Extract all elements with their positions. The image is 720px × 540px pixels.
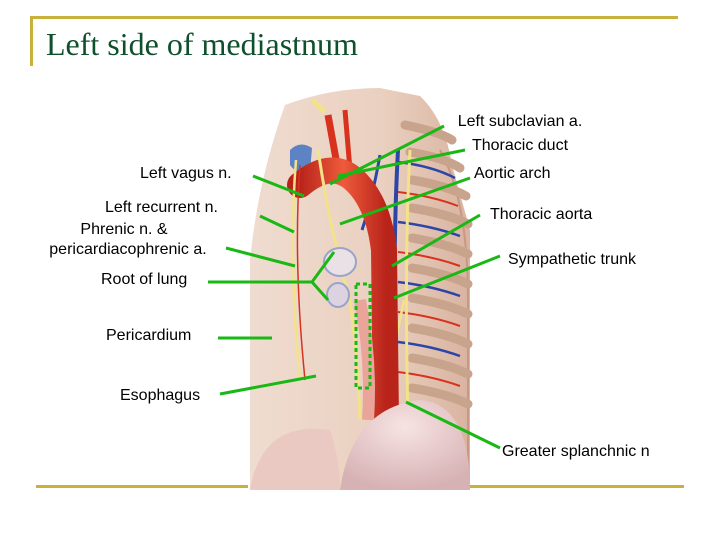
label-thoracic-duct: Thoracic duct [471, 137, 569, 154]
label-pericardium: Pericardium [106, 327, 192, 344]
slide-title: Left side of mediastnum [46, 26, 358, 62]
label-left-subclavian-artery: Left subclavian a. [457, 113, 583, 130]
vagus-nerve [316, 149, 362, 421]
label-phrenic-nerve: Phrenic n. & [80, 221, 168, 238]
esophagus-bracket [354, 282, 372, 390]
diaphragm [250, 400, 470, 490]
label-pericardiacophrenic-artery: pericardiacophrenic a. [49, 241, 207, 258]
pointer-lines [208, 124, 501, 450]
label-root-of-lung: Root of lung [101, 271, 188, 288]
top-rule [30, 16, 678, 19]
bottom-rule-right [470, 485, 684, 488]
label-esophagus: Esophagus [120, 387, 201, 404]
label-left-recurrent-nerve: Left recurrent n. [105, 199, 218, 216]
bottom-rule-left [36, 485, 248, 488]
label-left-vagus-nerve: Left vagus n. [140, 165, 232, 182]
label-thoracic-aorta: Thoracic aorta [490, 206, 593, 223]
label-sympathetic-trunk: Sympathetic trunk [508, 251, 637, 268]
left-rule [30, 16, 33, 66]
label-aortic-arch: Aortic arch [474, 165, 551, 182]
intercostal-vessels [397, 160, 461, 387]
esophagus-shape [354, 298, 375, 421]
ribs [400, 120, 473, 409]
label-greater-splanchnic-nerve: Greater splanchnic n [502, 443, 650, 460]
